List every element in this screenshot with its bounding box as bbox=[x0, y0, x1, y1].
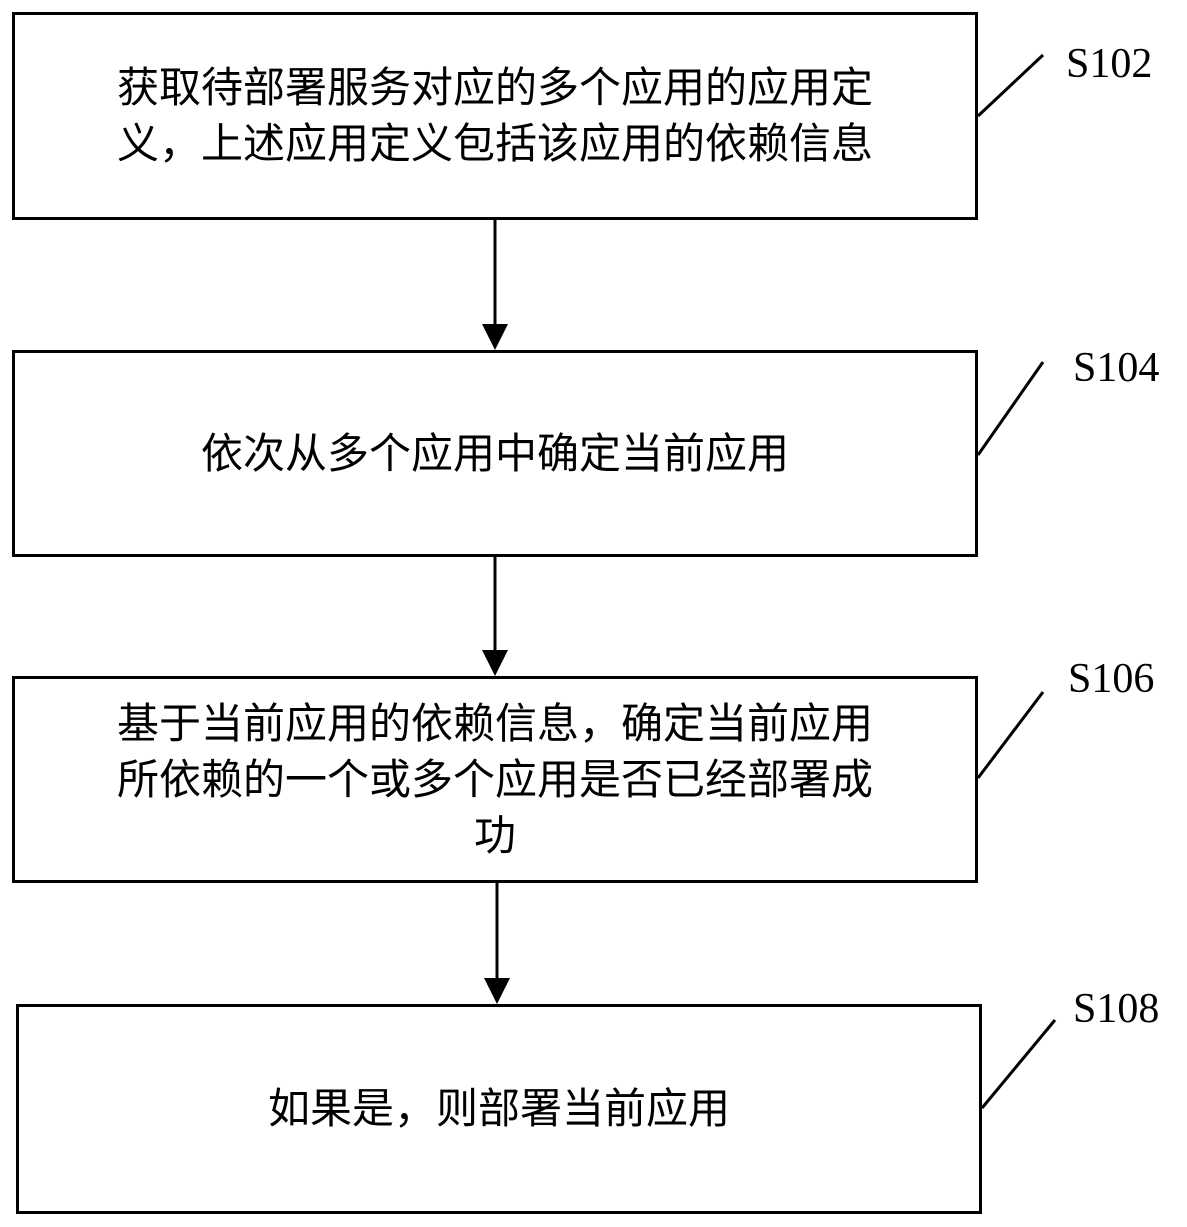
step-label-s108: S108 bbox=[1073, 986, 1160, 1032]
leader-line-s102 bbox=[976, 53, 1045, 118]
leader-line-s104 bbox=[976, 361, 1045, 456]
step-text-s104: 依次从多个应用中确定当前应用 bbox=[200, 428, 789, 478]
arrow-s106-to-s108 bbox=[484, 883, 510, 1004]
step-box-s106: 基于当前应用的依赖信息，确定当前应用 所依赖的一个或多个应用是否已经部署成 功 bbox=[12, 676, 978, 883]
step-label-s102: S102 bbox=[1066, 41, 1153, 87]
step-text-s106: 基于当前应用的依赖信息，确定当前应用 所依赖的一个或多个应用是否已经部署成 功 bbox=[116, 698, 873, 860]
step-box-s104: 依次从多个应用中确定当前应用 bbox=[12, 350, 978, 557]
step-label-s104: S104 bbox=[1073, 345, 1160, 391]
step-label-s106: S106 bbox=[1068, 656, 1155, 702]
step-text-s102: 获取待部署服务对应的多个应用的应用定 义，上述应用定义包括该应用的依赖信息 bbox=[116, 63, 873, 168]
step-text-s108: 如果是，则部署当前应用 bbox=[267, 1084, 730, 1133]
leader-line-s108 bbox=[980, 1019, 1057, 1109]
arrow-s104-to-s106 bbox=[482, 557, 508, 676]
arrow-s102-to-s104 bbox=[482, 220, 508, 350]
step-box-s108: 如果是，则部署当前应用 bbox=[16, 1004, 982, 1214]
leader-line-s106 bbox=[976, 691, 1045, 779]
step-box-s102: 获取待部署服务对应的多个应用的应用定 义，上述应用定义包括该应用的依赖信息 bbox=[12, 12, 978, 220]
